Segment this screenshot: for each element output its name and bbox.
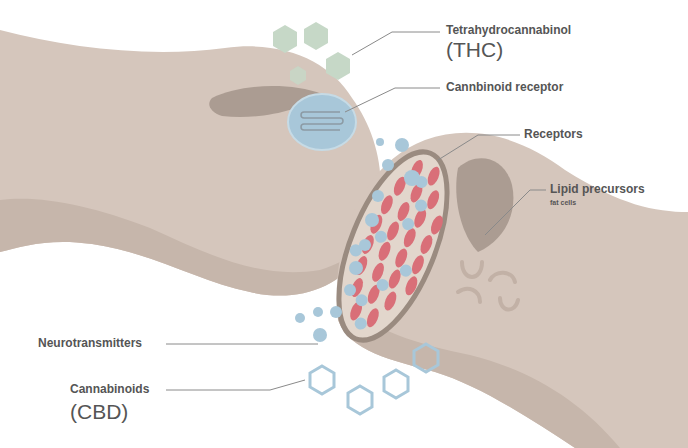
label-text: Lipid precursors <box>550 183 645 196</box>
presynaptic-neuron <box>0 30 381 296</box>
label-text: Cannbinoid receptor <box>446 81 563 94</box>
label-note: fat cells <box>550 199 576 207</box>
label-text: Receptors <box>524 128 583 141</box>
neurotransmitter <box>382 159 394 171</box>
neurotransmitter <box>330 306 342 318</box>
receptor-site <box>364 307 381 329</box>
neurotransmitter <box>344 284 356 296</box>
label-title: (THC) <box>446 38 503 61</box>
label-text: Tetrahydrocannabinol <box>446 24 571 37</box>
neurotransmitter <box>398 263 414 279</box>
receptor-site <box>425 165 442 187</box>
neurotransmitter <box>313 328 327 342</box>
neurotransmitter <box>395 138 409 152</box>
neurotransmitter <box>354 292 370 308</box>
neurotransmitter <box>376 138 384 146</box>
label-text: Cannabinoids <box>70 383 149 396</box>
neurotransmitter <box>375 277 391 293</box>
label-title: (CBD) <box>70 400 128 423</box>
neurotransmitter <box>353 316 369 332</box>
neurotransmitter <box>400 216 416 232</box>
receptor-site <box>425 189 442 211</box>
cannabinoid-receptor <box>288 94 356 150</box>
receptor-site <box>401 227 418 249</box>
postsynaptic-organelle <box>456 158 513 252</box>
receptor-site <box>418 233 435 255</box>
neurotransmitter <box>404 170 420 186</box>
neurotransmitters <box>295 138 420 342</box>
neurotransmitter <box>313 307 323 317</box>
label-text: Neurotransmitters <box>38 337 142 350</box>
receptor-site <box>382 290 399 312</box>
receptor-site <box>403 275 420 297</box>
neurotransmitter <box>372 190 384 202</box>
neurotransmitter <box>349 261 363 275</box>
neurotransmitter <box>413 198 429 214</box>
presynaptic-shade <box>0 199 362 296</box>
receptor-site <box>429 214 446 236</box>
receptor-site <box>359 233 376 255</box>
receptor-face <box>317 138 470 355</box>
neurotransmitter <box>365 213 379 227</box>
thc-molecules <box>273 22 350 85</box>
receptor-site <box>385 220 402 242</box>
neurotransmitter <box>359 239 371 251</box>
cbd-molecules <box>310 344 438 414</box>
neurotransmitter <box>373 229 389 245</box>
receptor-site <box>376 240 393 262</box>
receptor-site <box>410 254 427 276</box>
lipid-precursors <box>458 262 518 310</box>
neurotransmitter <box>295 313 305 323</box>
